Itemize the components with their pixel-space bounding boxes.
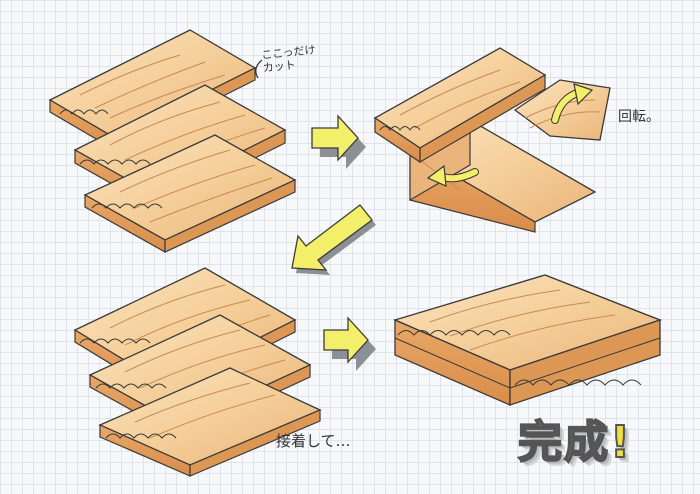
plank (83, 134, 297, 254)
plank-stack-cut (48, 29, 297, 254)
arrow-down-left-icon (291, 204, 376, 275)
plank (373, 47, 547, 164)
plank-stack-rotated (373, 47, 611, 233)
plank (98, 367, 322, 477)
finished-board (392, 274, 663, 406)
arrow-right-icon (323, 316, 376, 371)
pointer-stroke (255, 59, 263, 79)
glue-note: 接着して… (276, 432, 351, 450)
arrow-right-icon (311, 114, 366, 169)
complete-label: 完成! (517, 416, 633, 469)
rotate-note: 回転。 (618, 109, 660, 125)
plank-stack-glue (73, 267, 322, 477)
